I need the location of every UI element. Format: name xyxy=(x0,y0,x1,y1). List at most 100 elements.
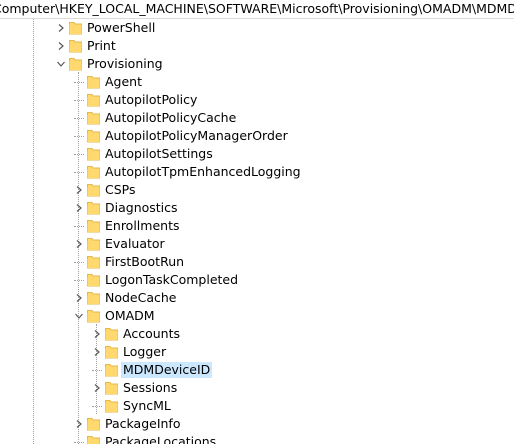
tree-item-label[interactable]: Accounts xyxy=(123,326,180,341)
folder-icon xyxy=(105,327,118,341)
chevron-right-icon[interactable] xyxy=(74,203,84,213)
folder-icon xyxy=(87,201,100,215)
tree-item-label[interactable]: AutopilotPolicyManagerOrder xyxy=(105,128,288,143)
tree-item[interactable]: Enrollments xyxy=(0,217,514,235)
tree-item-label[interactable]: AutopilotPolicy xyxy=(105,92,198,107)
tree-item-label[interactable]: MDMDeviceID xyxy=(121,362,213,378)
tree-connector xyxy=(74,82,84,83)
folder-icon xyxy=(87,165,100,179)
chevron-right-icon[interactable] xyxy=(92,329,102,339)
tree-item-label[interactable]: AutopilotSettings xyxy=(105,146,213,161)
chevron-right-icon[interactable] xyxy=(74,185,84,195)
tree-item-label[interactable]: PackageInfo xyxy=(105,416,181,431)
tree-item[interactable]: PowerShell xyxy=(0,19,514,37)
tree-item-label[interactable]: Sessions xyxy=(123,380,178,395)
chevron-right-icon[interactable] xyxy=(92,347,102,357)
folder-icon xyxy=(105,363,118,377)
chevron-down-icon[interactable] xyxy=(56,59,66,69)
tree-item[interactable]: PackageInfo xyxy=(0,415,514,433)
folder-icon xyxy=(87,93,100,107)
tree-item[interactable]: Accounts xyxy=(0,325,514,343)
tree-item[interactable]: OMADM xyxy=(0,307,514,325)
folder-icon xyxy=(87,111,100,125)
tree-connector xyxy=(74,442,84,443)
chevron-right-icon[interactable] xyxy=(92,383,102,393)
folder-icon xyxy=(87,129,100,143)
folder-icon xyxy=(87,291,100,305)
tree-item-label[interactable]: Print xyxy=(87,38,116,53)
tree-item-label[interactable]: OMADM xyxy=(105,308,155,323)
tree-connector xyxy=(74,154,84,155)
tree-item-label[interactable]: Evaluator xyxy=(105,236,165,251)
folder-icon xyxy=(87,273,100,287)
address-bar[interactable]: Computer\HKEY_LOCAL_MACHINE\SOFTWARE\Mic… xyxy=(0,0,514,19)
tree-item-label[interactable]: PowerShell xyxy=(87,20,156,35)
tree-connector xyxy=(74,136,84,137)
folder-icon xyxy=(87,309,100,323)
folder-icon xyxy=(87,435,100,444)
folder-icon xyxy=(87,75,100,89)
tree-item-label[interactable]: Agent xyxy=(105,74,142,89)
chevron-right-icon[interactable] xyxy=(56,23,66,33)
chevron-right-icon[interactable] xyxy=(74,239,84,249)
tree-item[interactable]: AutopilotPolicy xyxy=(0,91,514,109)
tree-item[interactable]: SyncML xyxy=(0,397,514,415)
tree-guide-line xyxy=(96,324,97,414)
tree-item[interactable]: LogonTaskCompleted xyxy=(0,271,514,289)
tree-item-label[interactable]: AutopilotPolicyCache xyxy=(105,110,237,125)
tree-item-label[interactable]: Provisioning xyxy=(87,56,163,71)
chevron-right-icon[interactable] xyxy=(56,41,66,51)
tree-item-label[interactable]: FirstBootRun xyxy=(105,254,185,269)
chevron-right-icon[interactable] xyxy=(74,419,84,429)
tree-connector xyxy=(74,280,84,281)
tree-item[interactable]: PackageLocations xyxy=(0,433,514,444)
tree-item[interactable]: Sessions xyxy=(0,379,514,397)
tree-item[interactable]: Provisioning xyxy=(0,55,514,73)
tree-item-label[interactable]: Enrollments xyxy=(105,218,180,233)
folder-icon xyxy=(69,21,82,35)
tree-guide-line xyxy=(78,72,79,444)
chevron-right-icon[interactable] xyxy=(74,293,84,303)
folder-icon xyxy=(87,219,100,233)
tree-item-label[interactable]: PackageLocations xyxy=(105,434,217,444)
folder-icon xyxy=(87,237,100,251)
tree-item[interactable]: NodeCache xyxy=(0,289,514,307)
folder-icon xyxy=(105,381,118,395)
folder-icon xyxy=(87,147,100,161)
tree-item[interactable]: AutopilotTpmEnhancedLogging xyxy=(0,163,514,181)
tree-item-label[interactable]: SyncML xyxy=(123,398,171,413)
address-path[interactable]: Computer\HKEY_LOCAL_MACHINE\SOFTWARE\Mic… xyxy=(0,1,514,16)
folder-icon xyxy=(105,399,118,413)
folder-icon xyxy=(87,255,100,269)
tree-connector xyxy=(74,226,84,227)
tree-item[interactable]: AutopilotSettings xyxy=(0,145,514,163)
tree-item[interactable]: Print xyxy=(0,37,514,55)
tree-connector xyxy=(74,262,84,263)
registry-tree: PowerShell Print Provisioning Agent Auto… xyxy=(0,19,514,444)
tree-item[interactable]: AutopilotPolicyManagerOrder xyxy=(0,127,514,145)
folder-icon xyxy=(69,39,82,53)
tree-item[interactable]: AutopilotPolicyCache xyxy=(0,109,514,127)
folder-icon xyxy=(105,345,118,359)
tree-item-label[interactable]: AutopilotTpmEnhancedLogging xyxy=(105,164,301,179)
tree-item[interactable]: Agent xyxy=(0,73,514,91)
tree-item[interactable]: Logger xyxy=(0,343,514,361)
tree-item-label[interactable]: NodeCache xyxy=(105,290,177,305)
tree-item-label[interactable]: CSPs xyxy=(105,182,136,197)
tree-guide-line xyxy=(33,19,34,444)
tree-connector xyxy=(92,406,102,407)
tree-item[interactable]: Diagnostics xyxy=(0,199,514,217)
tree-item[interactable]: FirstBootRun xyxy=(0,253,514,271)
chevron-down-icon[interactable] xyxy=(74,311,84,321)
tree-item[interactable]: Evaluator xyxy=(0,235,514,253)
folder-icon xyxy=(87,417,100,431)
tree-item-label[interactable]: LogonTaskCompleted xyxy=(105,272,239,287)
folder-icon xyxy=(69,57,82,71)
tree-connector xyxy=(74,172,84,173)
tree-item-label[interactable]: Logger xyxy=(123,344,167,359)
tree-item[interactable]: MDMDeviceID xyxy=(0,361,514,379)
tree-item[interactable]: CSPs xyxy=(0,181,514,199)
tree-connector xyxy=(74,118,84,119)
tree-item-label[interactable]: Diagnostics xyxy=(105,200,178,215)
